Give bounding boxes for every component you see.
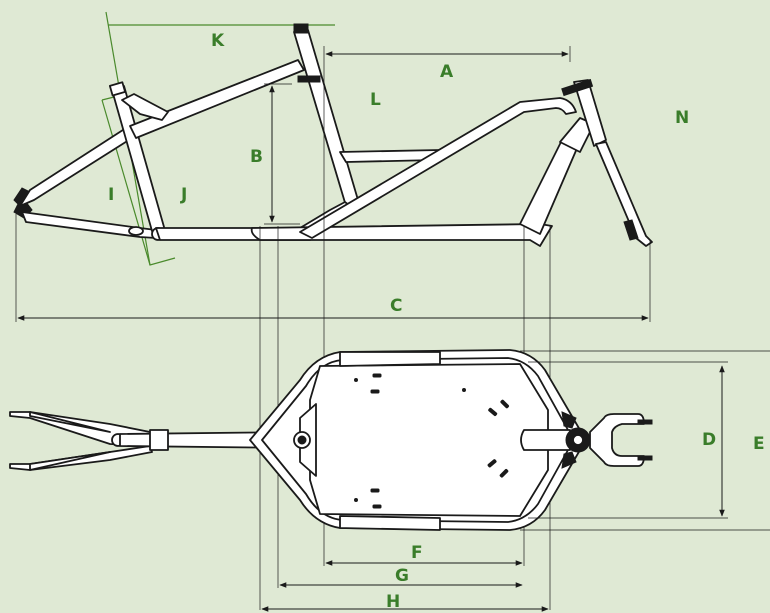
head-tube-bore <box>572 434 584 446</box>
cargo-platform <box>309 363 549 517</box>
dimension-d <box>528 361 728 519</box>
platform-slots <box>354 373 510 509</box>
label-l: L <box>370 90 381 110</box>
fork-top <box>589 413 645 467</box>
fork-dropout-top <box>637 419 653 425</box>
seat-clamp <box>108 81 127 97</box>
chain-stay-bridge <box>128 226 144 236</box>
label-f: F <box>411 543 423 563</box>
label-e: E <box>753 434 765 454</box>
rear-stay-inner-bottom <box>29 451 111 471</box>
side-view-frame <box>13 11 653 266</box>
front-crossbar <box>520 429 571 451</box>
dimension-b <box>264 83 300 225</box>
rack-brace <box>121 93 169 121</box>
steering-tube <box>293 29 359 207</box>
label-n: N <box>675 108 689 128</box>
headset <box>561 78 594 97</box>
head-gusset-bottom <box>561 451 577 469</box>
head-gusset-top <box>561 411 577 429</box>
front-down-tube <box>299 97 577 239</box>
dimension-a <box>323 46 571 320</box>
rear-stay-inner-top <box>29 411 111 433</box>
rear-top-tube <box>129 59 305 139</box>
side-rail-top <box>339 351 441 367</box>
label-k: K <box>211 31 225 51</box>
label-g: G <box>395 566 409 586</box>
dimension-c <box>15 214 651 322</box>
label-b: B <box>250 147 263 167</box>
front-dropout <box>623 219 639 241</box>
seat-stay <box>19 127 133 207</box>
spine-clamp <box>149 429 169 451</box>
steering-cap <box>293 23 309 34</box>
label-a: A <box>440 62 454 82</box>
label-i: I <box>108 185 114 205</box>
cargo-rail <box>250 223 553 247</box>
label-j: J <box>180 185 187 205</box>
fork <box>595 141 653 247</box>
label-d: D <box>702 430 716 450</box>
side-rail-bottom <box>339 515 441 531</box>
top-view-frame <box>9 349 653 531</box>
label-h: H <box>386 592 400 612</box>
dimension-labels: A B C D E F G H I J K L N <box>108 31 765 612</box>
fork-dropout-bottom <box>637 455 653 461</box>
front-lower-tube <box>519 139 579 235</box>
label-c: C <box>390 296 402 316</box>
steering-pivot-dot <box>297 435 307 445</box>
head-tube <box>573 79 607 147</box>
dimension-e <box>520 350 770 531</box>
steering-clamp <box>297 75 321 83</box>
